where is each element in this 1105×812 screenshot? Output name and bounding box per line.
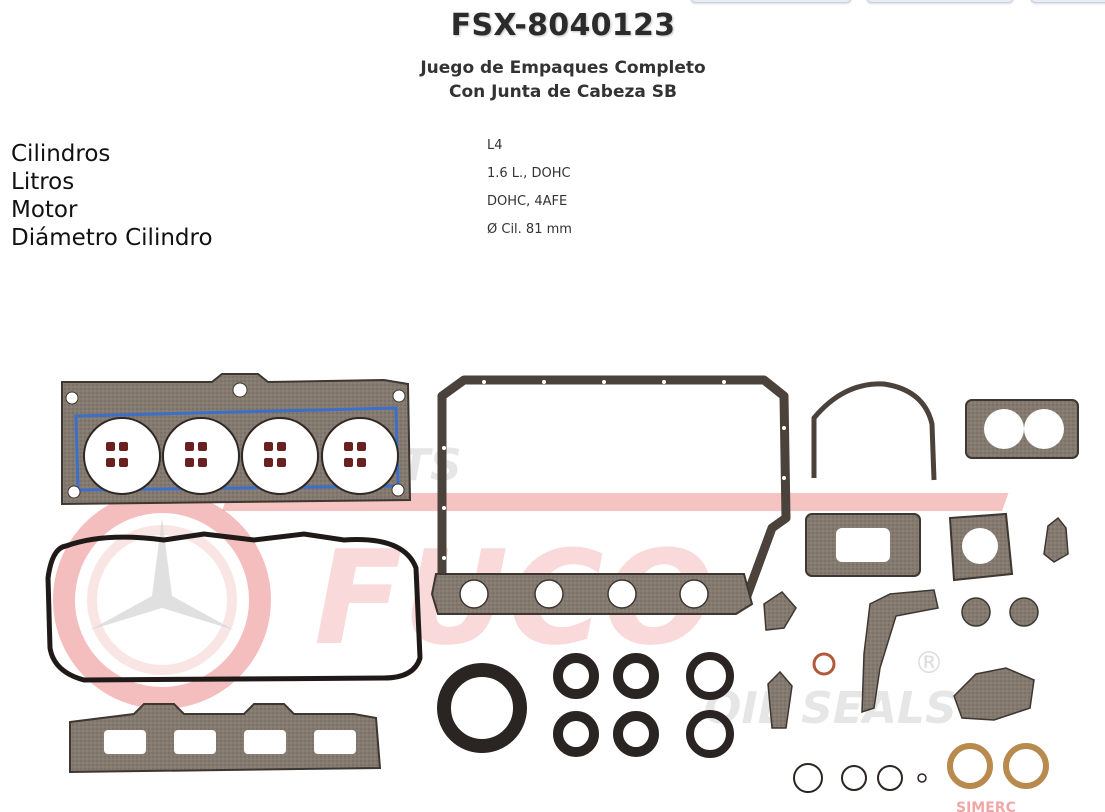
spec-value: DOHC, 4AFE [487,194,568,209]
spec-table: Cilindros L4 Litros 1.6 L., DOHC Motor D… [11,138,711,252]
watermark-registered: ® [914,646,944,681]
throttle-body-gasket [965,399,1079,459]
spec-label: Cilindros [11,141,111,167]
spec-row-litros: Litros 1.6 L., DOHC [11,166,711,196]
valve-cover-gasket [45,531,423,683]
spec-value: 1.6 L., DOHC [487,166,571,181]
timing-cover-gasket [811,381,937,481]
exhaust-manifold-gasket [430,573,754,615]
gasket-kit-illustration: FUCO GASKETS OIL SEALS ® [45,373,1079,812]
spec-row-cilindros: Cilindros L4 [11,138,711,168]
spec-row-diametro: Diámetro Cilindro Ø Cil. 81 mm [11,222,711,252]
spec-label: Diámetro Cilindro [11,225,213,251]
small-gaskets [763,512,1069,721]
head-gasket [61,373,412,506]
product-code-title: FSX-8040123 [450,8,676,43]
watermark-bottom-text: OIL SEALS [704,683,957,734]
top-nav-tabs [0,0,1105,4]
o-rings [793,743,1049,793]
gasket-kit-image[interactable]: FUCO GASKETS OIL SEALS ® [44,368,1084,812]
oil-seals [437,652,793,758]
corner-watermark: SIMERC [956,800,1016,812]
nav-tab-1[interactable] [690,0,852,3]
spec-value: L4 [487,138,503,153]
spec-label: Motor [11,197,78,223]
spec-label: Litros [11,169,75,195]
spec-row-motor: Motor DOHC, 4AFE [11,194,711,224]
description-line-2: Con Junta de Cabeza SB [449,82,677,102]
intake-manifold-gasket [69,703,382,774]
nav-tab-3[interactable] [1030,0,1105,3]
nav-tab-2[interactable] [866,0,1014,3]
product-description: Juego de Empaques Completo Con Junta de … [0,56,1105,104]
description-line-1: Juego de Empaques Completo [420,58,706,78]
spec-value: Ø Cil. 81 mm [487,222,572,237]
